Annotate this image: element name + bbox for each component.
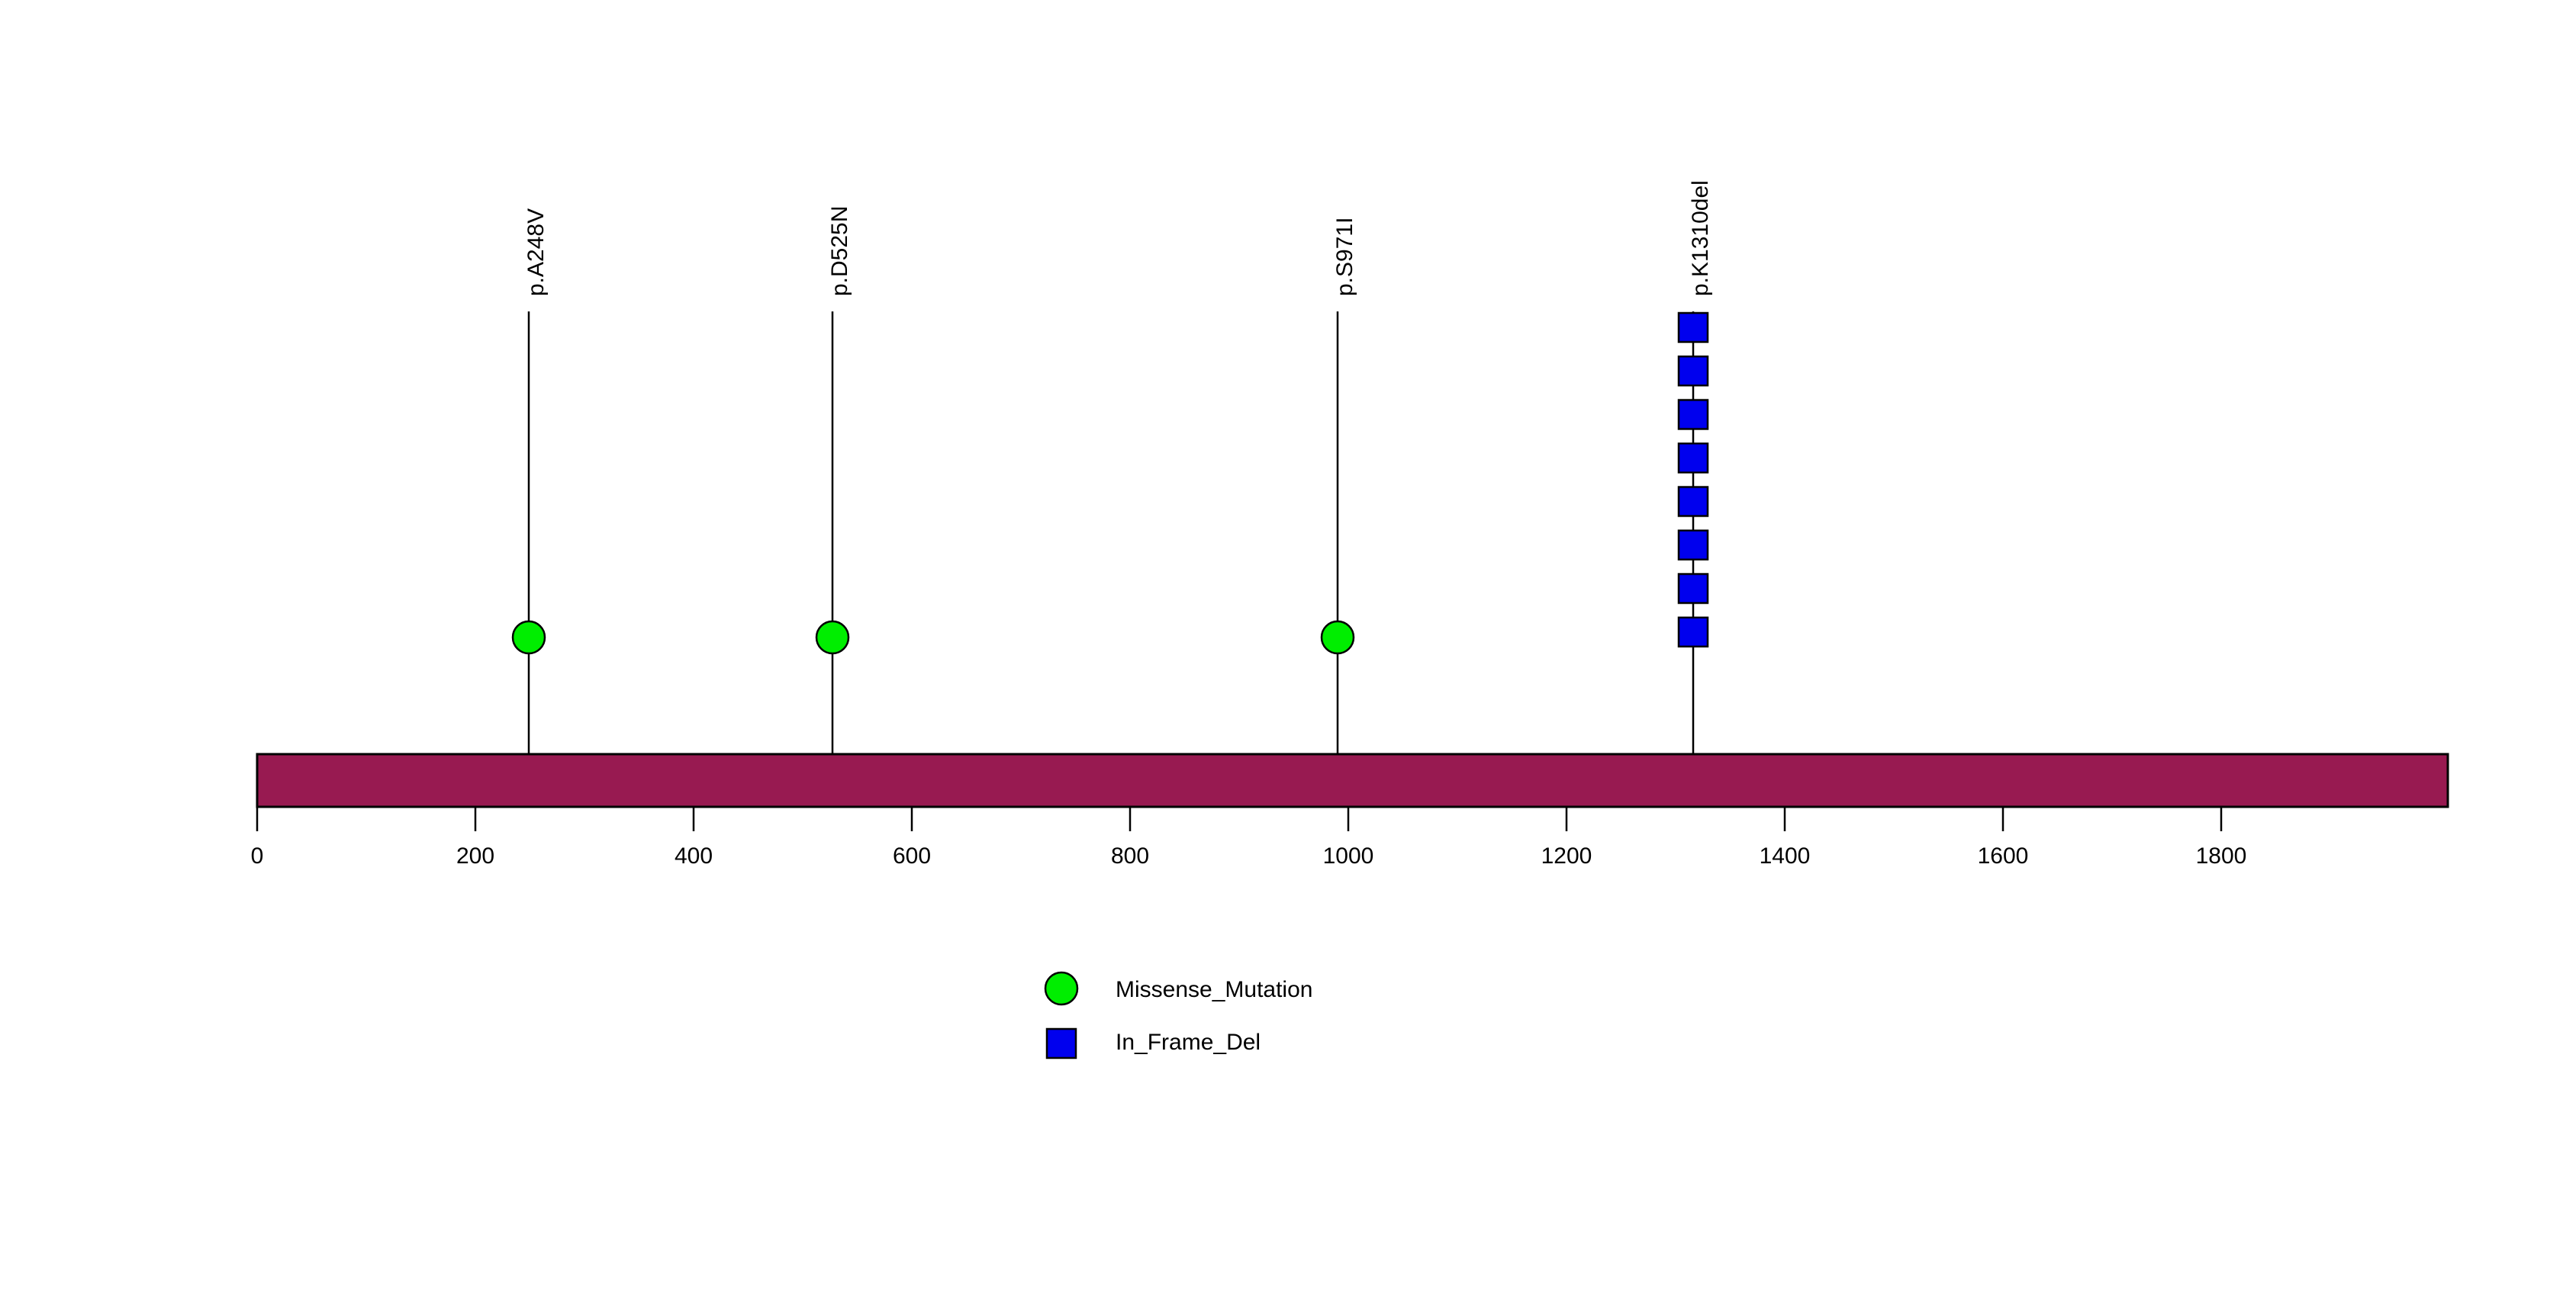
legend-item-in-frame-del[interactable]: In_Frame_Del: [1045, 1027, 1261, 1059]
marker-inframedel-p-K1310del-6[interactable]: [1677, 529, 1709, 561]
marker-inframedel-p-K1310del-8[interactable]: [1677, 616, 1709, 648]
tick-label-1200: 1200: [1541, 843, 1592, 869]
tick-label-800: 800: [1111, 843, 1149, 869]
marker-missense-p-D525N-1[interactable]: [815, 620, 850, 655]
lollipop-markers: [511, 311, 1709, 655]
marker-inframedel-p-K1310del-5[interactable]: [1677, 485, 1709, 518]
mutation-label-p-D525N: p.D525N: [827, 206, 852, 296]
marker-missense-p-S971I-1[interactable]: [1320, 620, 1355, 655]
mutation-label-p-K1310del: p.K1310del: [1688, 180, 1713, 296]
marker-inframedel-p-K1310del-4[interactable]: [1677, 442, 1709, 474]
tick-label-1600: 1600: [1978, 843, 2029, 869]
marker-inframedel-p-K1310del-2[interactable]: [1677, 355, 1709, 387]
tick-label-1400: 1400: [1760, 843, 1811, 869]
x-axis-tick-labels: 0 200 400 600 800 1000 1200 1400 1600 18…: [251, 843, 2247, 869]
marker-inframedel-p-K1310del-7[interactable]: [1677, 572, 1709, 605]
tick-label-1800: 1800: [2196, 843, 2247, 869]
marker-inframedel-p-K1310del-3[interactable]: [1677, 398, 1709, 431]
tick-label-400: 400: [675, 843, 713, 869]
legend: Missense_Mutation In_Frame_Del: [1044, 971, 1312, 1059]
tick-label-600: 600: [893, 843, 931, 869]
x-axis-ticks: [256, 808, 2223, 831]
marker-missense-p-A248V-1[interactable]: [511, 620, 546, 655]
legend-item-missense-mutation[interactable]: Missense_Mutation: [1044, 971, 1312, 1006]
mutation-label-p-S971I: p.S971I: [1332, 218, 1357, 296]
tick-label-200: 200: [456, 843, 494, 869]
protein-backbone-bar[interactable]: [256, 753, 2449, 808]
legend-label-in-frame-del: In_Frame_Del: [1116, 1030, 1261, 1055]
mutation-labels: p.A248V p.D525N p.S971I p.K1310del: [523, 180, 1713, 296]
tick-label-1000: 1000: [1323, 843, 1374, 869]
legend-label-missense-mutation: Missense_Mutation: [1116, 977, 1312, 1002]
mutation-label-p-A248V: p.A248V: [523, 208, 549, 296]
marker-inframedel-p-K1310del-1[interactable]: [1677, 311, 1709, 343]
tick-label-0: 0: [251, 843, 264, 869]
legend-swatch-square-icon: [1045, 1027, 1077, 1059]
legend-swatch-circle-icon: [1044, 971, 1079, 1006]
